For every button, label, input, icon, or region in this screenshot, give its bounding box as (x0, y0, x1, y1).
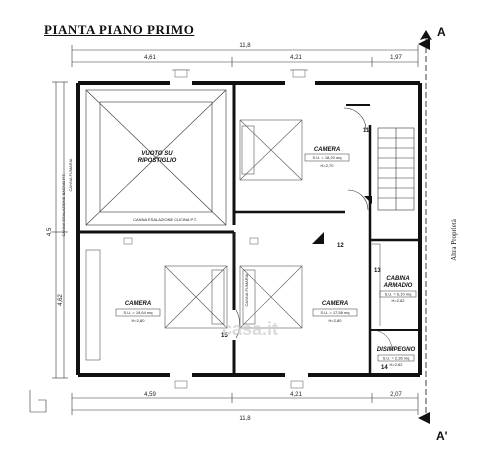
label-cabina-2: ARMADIO (383, 283, 413, 289)
walls (76, 81, 422, 377)
dim-bottom-a: 4,59 (144, 392, 156, 398)
dim-bottom-b: 4,21 (290, 392, 302, 398)
section-arrowhead-bottom (418, 412, 430, 424)
dim-top-b: 4,21 (290, 55, 302, 61)
h-camera-left: H=2,80 (131, 318, 145, 323)
window-markers (123, 69, 306, 389)
marker-12: 12 (337, 243, 344, 249)
note-canna-bagno: CANNA ESALAZIONE BAGNO P.T. (61, 173, 66, 236)
plan-title: PIANTA PIANO PRIMO (44, 22, 195, 37)
label-camera-left: CAMERA (125, 301, 151, 307)
marker-arrow-12 (312, 232, 324, 244)
su-camera-left: S.U. = 19,64 mq (123, 310, 152, 315)
door-swing-stair (347, 189, 369, 211)
su-camera-mid: S.U. = 17,58 mq (320, 310, 349, 315)
dim-top-a: 4,61 (144, 55, 156, 61)
label-camera-tr: CAMERA (314, 147, 340, 153)
section-label-top: A (437, 25, 446, 39)
note-canna-cucina: CANNA ESALAZIONE CUCINA P.T. (133, 217, 197, 222)
cabina-inner-line (372, 243, 381, 326)
bed-mid (239, 265, 303, 329)
dim-left-b: 4,62 (58, 294, 64, 306)
door-swing-mid (235, 309, 240, 339)
label-disimpegno: DISIMPEGNO (377, 347, 416, 353)
corner-mark (29, 390, 47, 413)
su-box-left (115, 308, 161, 317)
marker-15: 15 (221, 333, 228, 339)
marker-14: 14 (381, 365, 388, 371)
dim-left-a: 4,5 (47, 227, 53, 236)
stairs (377, 127, 415, 211)
h-camera-mid: H=2,80 (328, 318, 342, 323)
su-box-mid (312, 308, 358, 317)
door-swing-tr (343, 107, 367, 131)
h-disimpegno: H=2,62 (389, 362, 403, 367)
dim-top-c: 1,97 (390, 55, 402, 61)
marker-11: 11 (363, 128, 370, 134)
su-disimpegno: S.U. = 2,36 mq (383, 356, 410, 361)
su-cabina: S.U. = 6,10 mq (385, 292, 412, 297)
bed-left (85, 249, 228, 361)
marker-arrow-stair (364, 196, 372, 204)
watermark: casa.it (222, 319, 278, 339)
bottom-dimensions (71, 393, 419, 415)
marker-13: 13 (374, 268, 381, 274)
su-camera-tr: S.U. = 18,20 mq (312, 155, 341, 160)
h-cabina: H=2,62 (391, 298, 405, 303)
h-camera-tr: H=2,70 (320, 163, 334, 168)
bed-top-right (239, 119, 303, 181)
door-swing-disimpegno (371, 329, 393, 351)
note-canna-mid: CANNA FUMARIA (244, 273, 249, 306)
section-arrowhead-top (418, 38, 430, 50)
dim-bottom-total: 11,8 (239, 416, 251, 422)
section-arrow-top (420, 30, 432, 40)
label-cabina-1: CABINA (386, 276, 409, 282)
note-canna-fumaria-vert: CANNA FUMARIA (68, 158, 73, 191)
label-vuoto-1: VUOTO SU (141, 151, 173, 157)
label-camera-mid: CAMERA (322, 301, 348, 307)
label-vuoto-2: RIPOSTIGLIO (138, 158, 177, 164)
void-region (85, 89, 227, 226)
dim-bottom-c: 2,07 (390, 392, 402, 398)
su-box-disimpegno (377, 354, 415, 362)
dim-top-total: 11,8 (239, 43, 251, 49)
left-dimensions (52, 81, 68, 379)
side-label: Altra Proprietà (450, 218, 458, 261)
top-dimensions (71, 45, 419, 71)
su-box-tr (304, 153, 350, 162)
section-label-bottom: A' (436, 429, 448, 443)
